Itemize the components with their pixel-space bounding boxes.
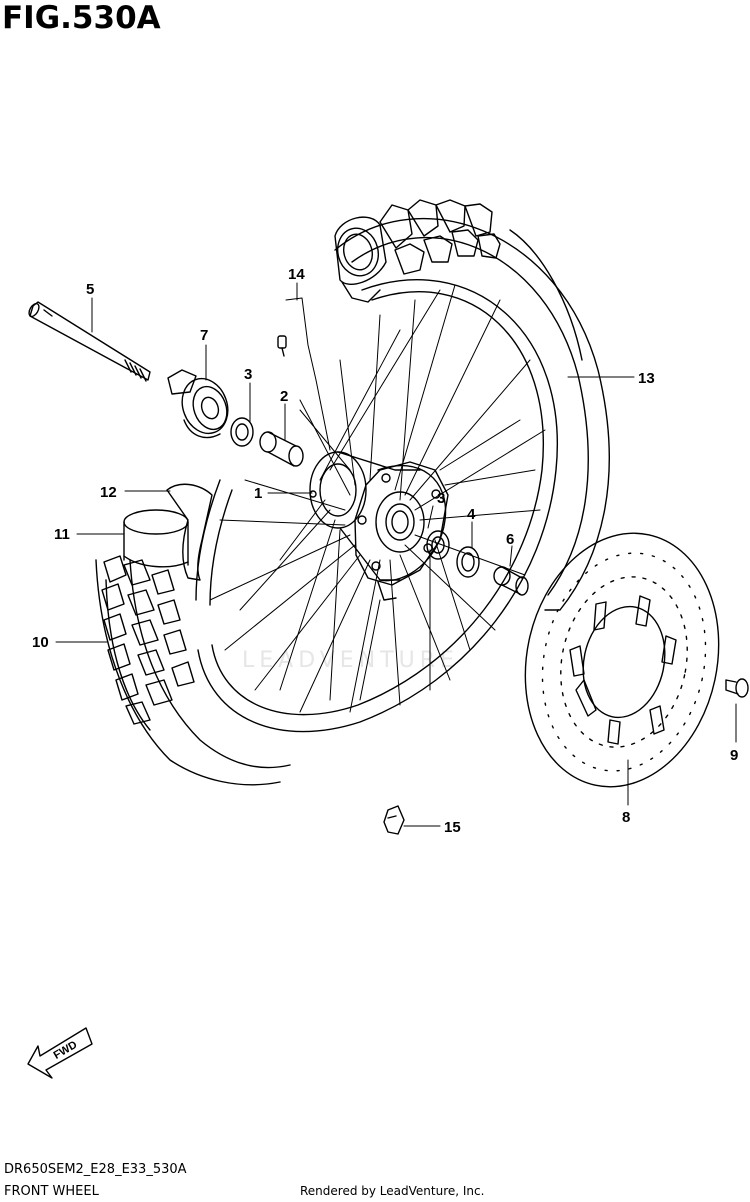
valve (277, 297, 331, 451)
tire-tread-left (101, 555, 195, 725)
rim (195, 279, 558, 733)
brake-disc (524, 532, 720, 788)
tire-outline (95, 217, 610, 786)
figure-title: FIG.530A (2, 0, 161, 36)
callout-2: 2 (280, 388, 288, 405)
callout-14: 14 (288, 266, 305, 283)
spokes (209, 284, 546, 713)
figure-name: FRONT WHEEL (4, 1184, 99, 1199)
callout-7: 7 (200, 327, 208, 344)
callout-8: 8 (622, 809, 630, 826)
inner-tube (123, 509, 189, 568)
hub (309, 451, 449, 601)
callout-1: 1 (254, 485, 262, 502)
callout-11: 11 (54, 526, 70, 543)
collar (493, 566, 529, 596)
bearing-right (426, 530, 450, 560)
disc-bolt (725, 678, 749, 698)
spacer (259, 431, 304, 467)
callout-15: 15 (444, 819, 461, 836)
callout-labels: 1 2 3 3 4 5 6 7 8 9 10 11 12 13 14 15 (32, 266, 738, 836)
render-credit: Rendered by LeadVenture, Inc. (300, 1184, 485, 1198)
tire-tread-top (334, 199, 501, 303)
callout-12: 12 (100, 484, 117, 501)
callout-3-right: 3 (437, 490, 445, 507)
callout-3-left: 3 (244, 366, 252, 383)
callout-6: 6 (506, 531, 514, 548)
leader-lines (55, 282, 737, 827)
oil-seal (456, 546, 480, 578)
callout-9: 9 (730, 747, 738, 764)
speedometer-gearbox (167, 369, 229, 439)
callout-5: 5 (86, 281, 94, 298)
fwd-arrow-icon: FWD (27, 1027, 93, 1079)
figure-code: DR650SEM2_E28_E33_530A (4, 1162, 187, 1177)
callout-4: 4 (467, 506, 476, 523)
axle (28, 301, 151, 382)
bearing-left (230, 417, 254, 447)
callout-13: 13 (638, 370, 655, 387)
balance-weight (383, 805, 405, 835)
callout-10: 10 (32, 634, 49, 651)
rim-band (166, 483, 213, 581)
